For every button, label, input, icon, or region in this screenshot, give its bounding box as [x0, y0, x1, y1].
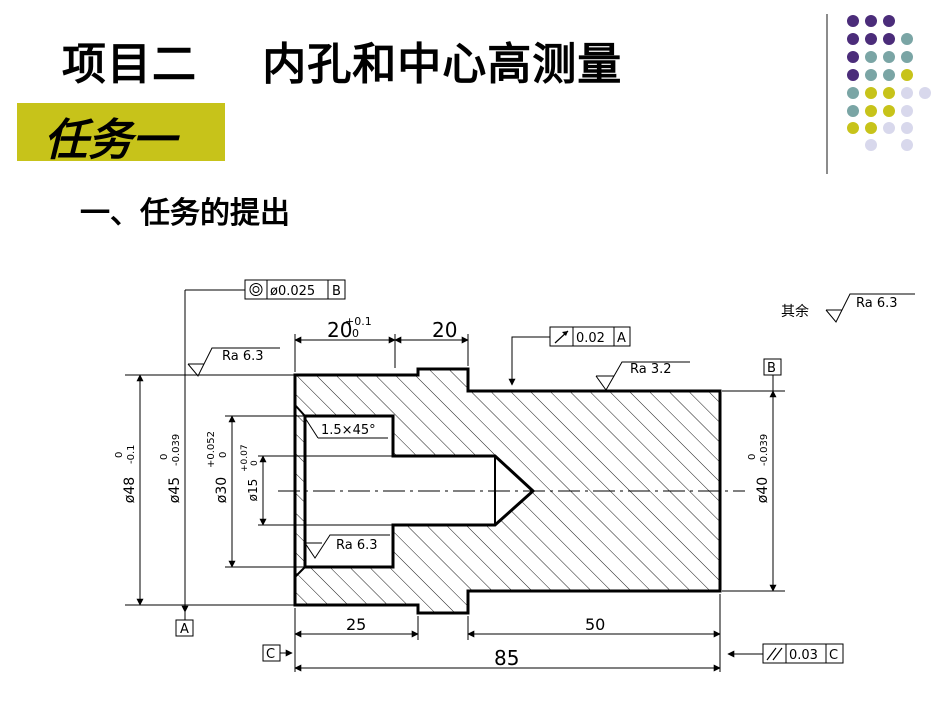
dot-row-8: [865, 139, 913, 151]
dim-40-group: ø40 0 -0.039: [747, 434, 771, 503]
dim-45-label: ø45: [167, 477, 183, 503]
roughness-left-label: Ra 6.3: [222, 349, 264, 364]
chamfer-label: 1.5×45°: [321, 423, 376, 438]
runout-arrow-icon: [554, 330, 569, 344]
datum-c-label: C: [266, 647, 275, 662]
chamfer-leader: [299, 409, 319, 439]
roughness-general-prefix: 其余: [781, 303, 809, 320]
task-label-background: [17, 103, 225, 161]
dim-48-group: ø48 0 -0.1: [114, 444, 138, 503]
dot-row-1: [847, 15, 895, 27]
dot-row-4: [847, 69, 913, 81]
callout-concentricity-datum: B: [332, 284, 341, 299]
dim-30-tol-up: +0.052: [206, 431, 217, 468]
callout-runout-frame: [549, 326, 631, 347]
chamfer-edge-lower: [294, 566, 306, 578]
dim-40-tol-up: 0: [747, 454, 758, 460]
dim-48-tol-up: 0: [114, 452, 125, 458]
dim-50-label: 50: [585, 615, 605, 634]
callout-concentricity-frame: [244, 279, 346, 300]
dim-45-group: ø45 0 -0.039: [159, 434, 183, 503]
roughness-general-label: Ra 6.3: [856, 296, 898, 311]
callout-runout-value: 0.02: [576, 331, 605, 346]
dim-85-label: 85: [494, 646, 519, 670]
dim-20-tol-lower: 0: [352, 327, 359, 340]
callout-parallel-value: 0.03: [789, 648, 818, 663]
dim-20-tol-upper: +0.1: [345, 315, 372, 328]
roughness-top-label: Ra 3.2: [630, 362, 672, 377]
part-section: [293, 367, 722, 615]
datum-a-box: [175, 619, 194, 637]
roughness-symbol-general: 其余 Ra 6.3: [781, 293, 915, 323]
dim-40-tol-low: -0.039: [759, 434, 770, 466]
dim-30-label: ø30: [214, 477, 230, 503]
dot-row-2: [847, 33, 913, 45]
task-label: 任务一: [44, 115, 176, 166]
leader-runout: [508, 336, 550, 386]
concentricity-icon: [249, 283, 263, 296]
dim-15-tol-up: +0.07: [240, 444, 250, 472]
dim-45-tol-low: -0.039: [171, 434, 182, 466]
roughness-symbol-bore: Ra 6.3: [304, 534, 390, 559]
datum-b-label: B: [767, 361, 776, 376]
parallelism-icon: [766, 647, 783, 661]
dim-25-label: 25: [346, 615, 366, 634]
callout-parallel-datum: C: [829, 648, 838, 663]
roughness-bore-label: Ra 6.3: [336, 538, 378, 553]
dim-15-tol-low: 0: [250, 460, 260, 466]
dim-30-tol-low: 0: [218, 452, 229, 458]
dot-row-6: [847, 105, 913, 117]
dim-20-label: 20: [432, 318, 457, 342]
decorative-divider: [826, 14, 828, 174]
dot-row-7: [847, 122, 913, 134]
dim-30-group: ø30 +0.052 0: [206, 431, 230, 503]
datum-a-label: A: [180, 622, 189, 637]
section-subtitle: 一、任务的提出: [80, 196, 290, 231]
dim-40-label: ø40: [755, 477, 771, 503]
dim-48-tol-low: -0.1: [126, 444, 137, 464]
dim-45-tol-up: 0: [159, 454, 170, 460]
roughness-symbol-top: Ra 3.2: [595, 361, 690, 391]
dim-15-label: ø15: [246, 479, 260, 502]
slide-title: 项目二 内孔和中心高测量: [62, 39, 623, 90]
callout-parallel-frame: [762, 643, 844, 664]
dim-48-label: ø48: [122, 477, 138, 503]
dim-20-tol-label: 20: [327, 318, 352, 342]
decorative-dot-grid: [847, 15, 931, 151]
dot-row-3: [847, 51, 913, 63]
dim-15-group: ø15 +0.07 0: [240, 444, 260, 501]
dot-row-5: [847, 87, 931, 99]
roughness-symbol-left: Ra 6.3: [187, 347, 280, 377]
callout-concentricity-value: ø0.025: [270, 284, 315, 299]
callout-runout-datum: A: [617, 331, 626, 346]
